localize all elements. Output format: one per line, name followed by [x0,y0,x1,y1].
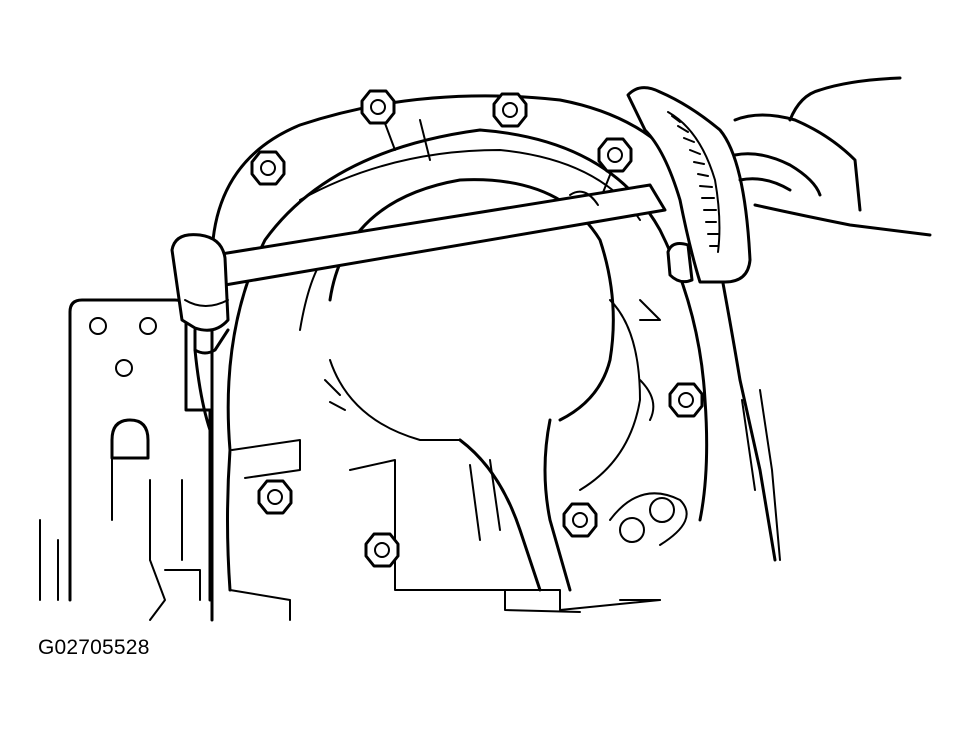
torque-wrench-icon [170,86,752,472]
hex-bolt-icon [668,382,704,418]
hex-bolt-icon [492,92,528,128]
flange-bolts [250,89,704,568]
mounting-bracket [39,298,212,602]
hand-icon [733,76,932,237]
lower-casing-details [149,559,661,621]
hex-bolt-icon [257,479,293,515]
hex-bolt-icon [562,502,598,538]
housing-holes [609,492,688,546]
hex-bolt-icon [360,89,396,125]
hex-bolt-icon [597,137,633,173]
figure-id-label: G02705528 [38,636,150,659]
hex-bolt-icon [364,532,400,568]
hex-bolt-icon [250,150,286,186]
